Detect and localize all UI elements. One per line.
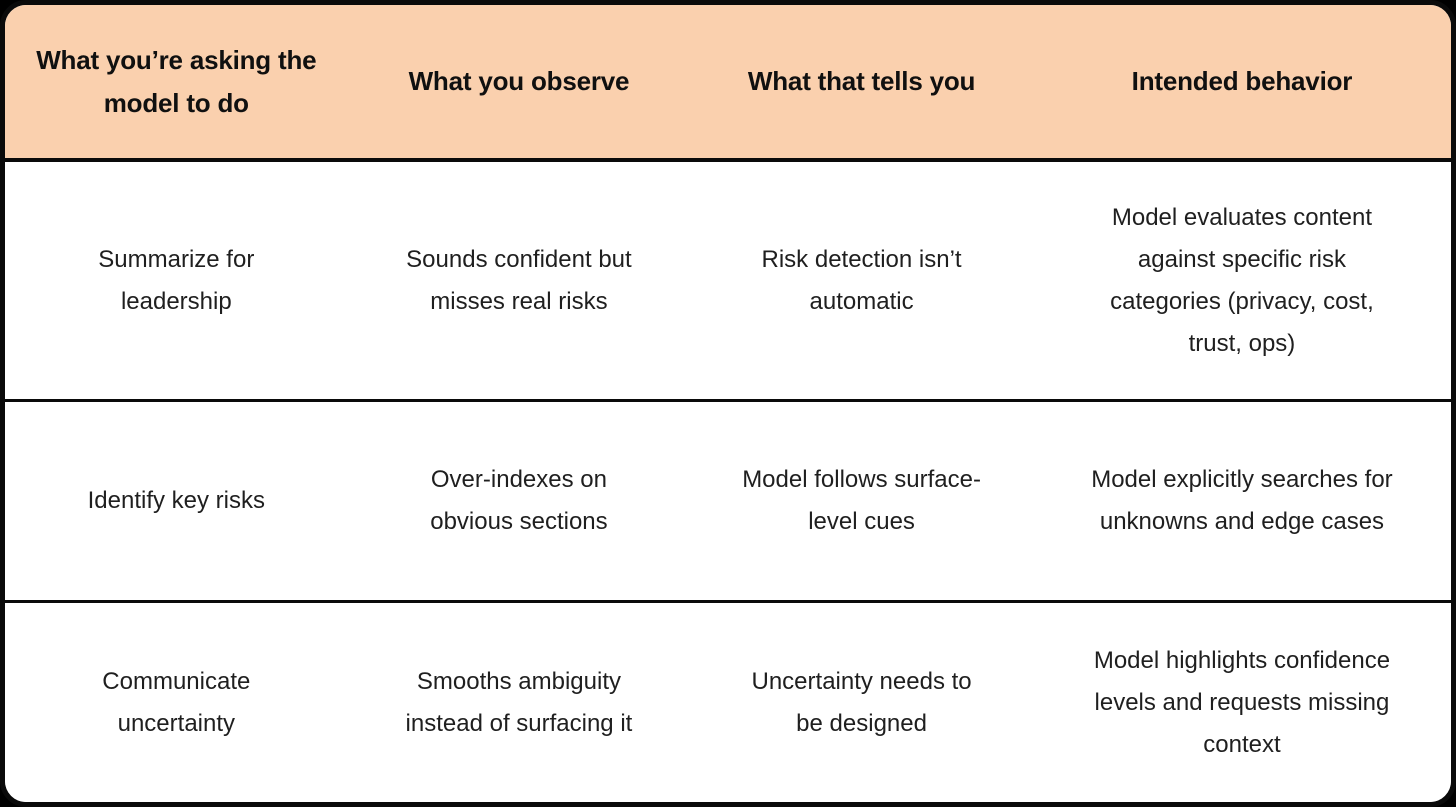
table-cell: Risk detection isn’t automatic [761, 245, 962, 315]
table-cell: Summarize for leadership [98, 245, 255, 315]
table-cell: Smooths ambiguity instead of surfacing i… [405, 667, 633, 737]
table-row: Identify key risks Over-indexes on obvio… [5, 402, 1451, 603]
table-cell: Sounds confident but misses real risks [406, 245, 632, 315]
table-cell: Identify key risks [87, 487, 265, 514]
header-cell-intended-behavior: Intended behavior [1131, 66, 1353, 96]
header-cell-tells-you: What that tells you [747, 66, 976, 96]
header-row: What you’re asking the model to do What … [5, 5, 1451, 162]
table-cell: Model evaluates content against specific… [1110, 203, 1374, 357]
table-cell: Model highlights confidence levels and r… [1093, 646, 1391, 758]
table-cell: Model explicitly searches for unknowns a… [1091, 466, 1393, 535]
table-cell: Model follows surface-level cues [742, 466, 981, 535]
table-cell: Over-indexes on obvious sections [430, 466, 608, 535]
header-cell-observe: What you observe [408, 66, 630, 96]
table-cell: Uncertainty needs to be designed [751, 667, 972, 737]
header-cell-asking: What you’re asking the model to do [36, 44, 317, 118]
table-cell: Communicate uncertainty [102, 667, 251, 737]
table-row: Summarize for leadership Sounds confiden… [5, 162, 1451, 402]
table-row: Communicate uncertainty Smooths ambiguit… [5, 603, 1451, 802]
